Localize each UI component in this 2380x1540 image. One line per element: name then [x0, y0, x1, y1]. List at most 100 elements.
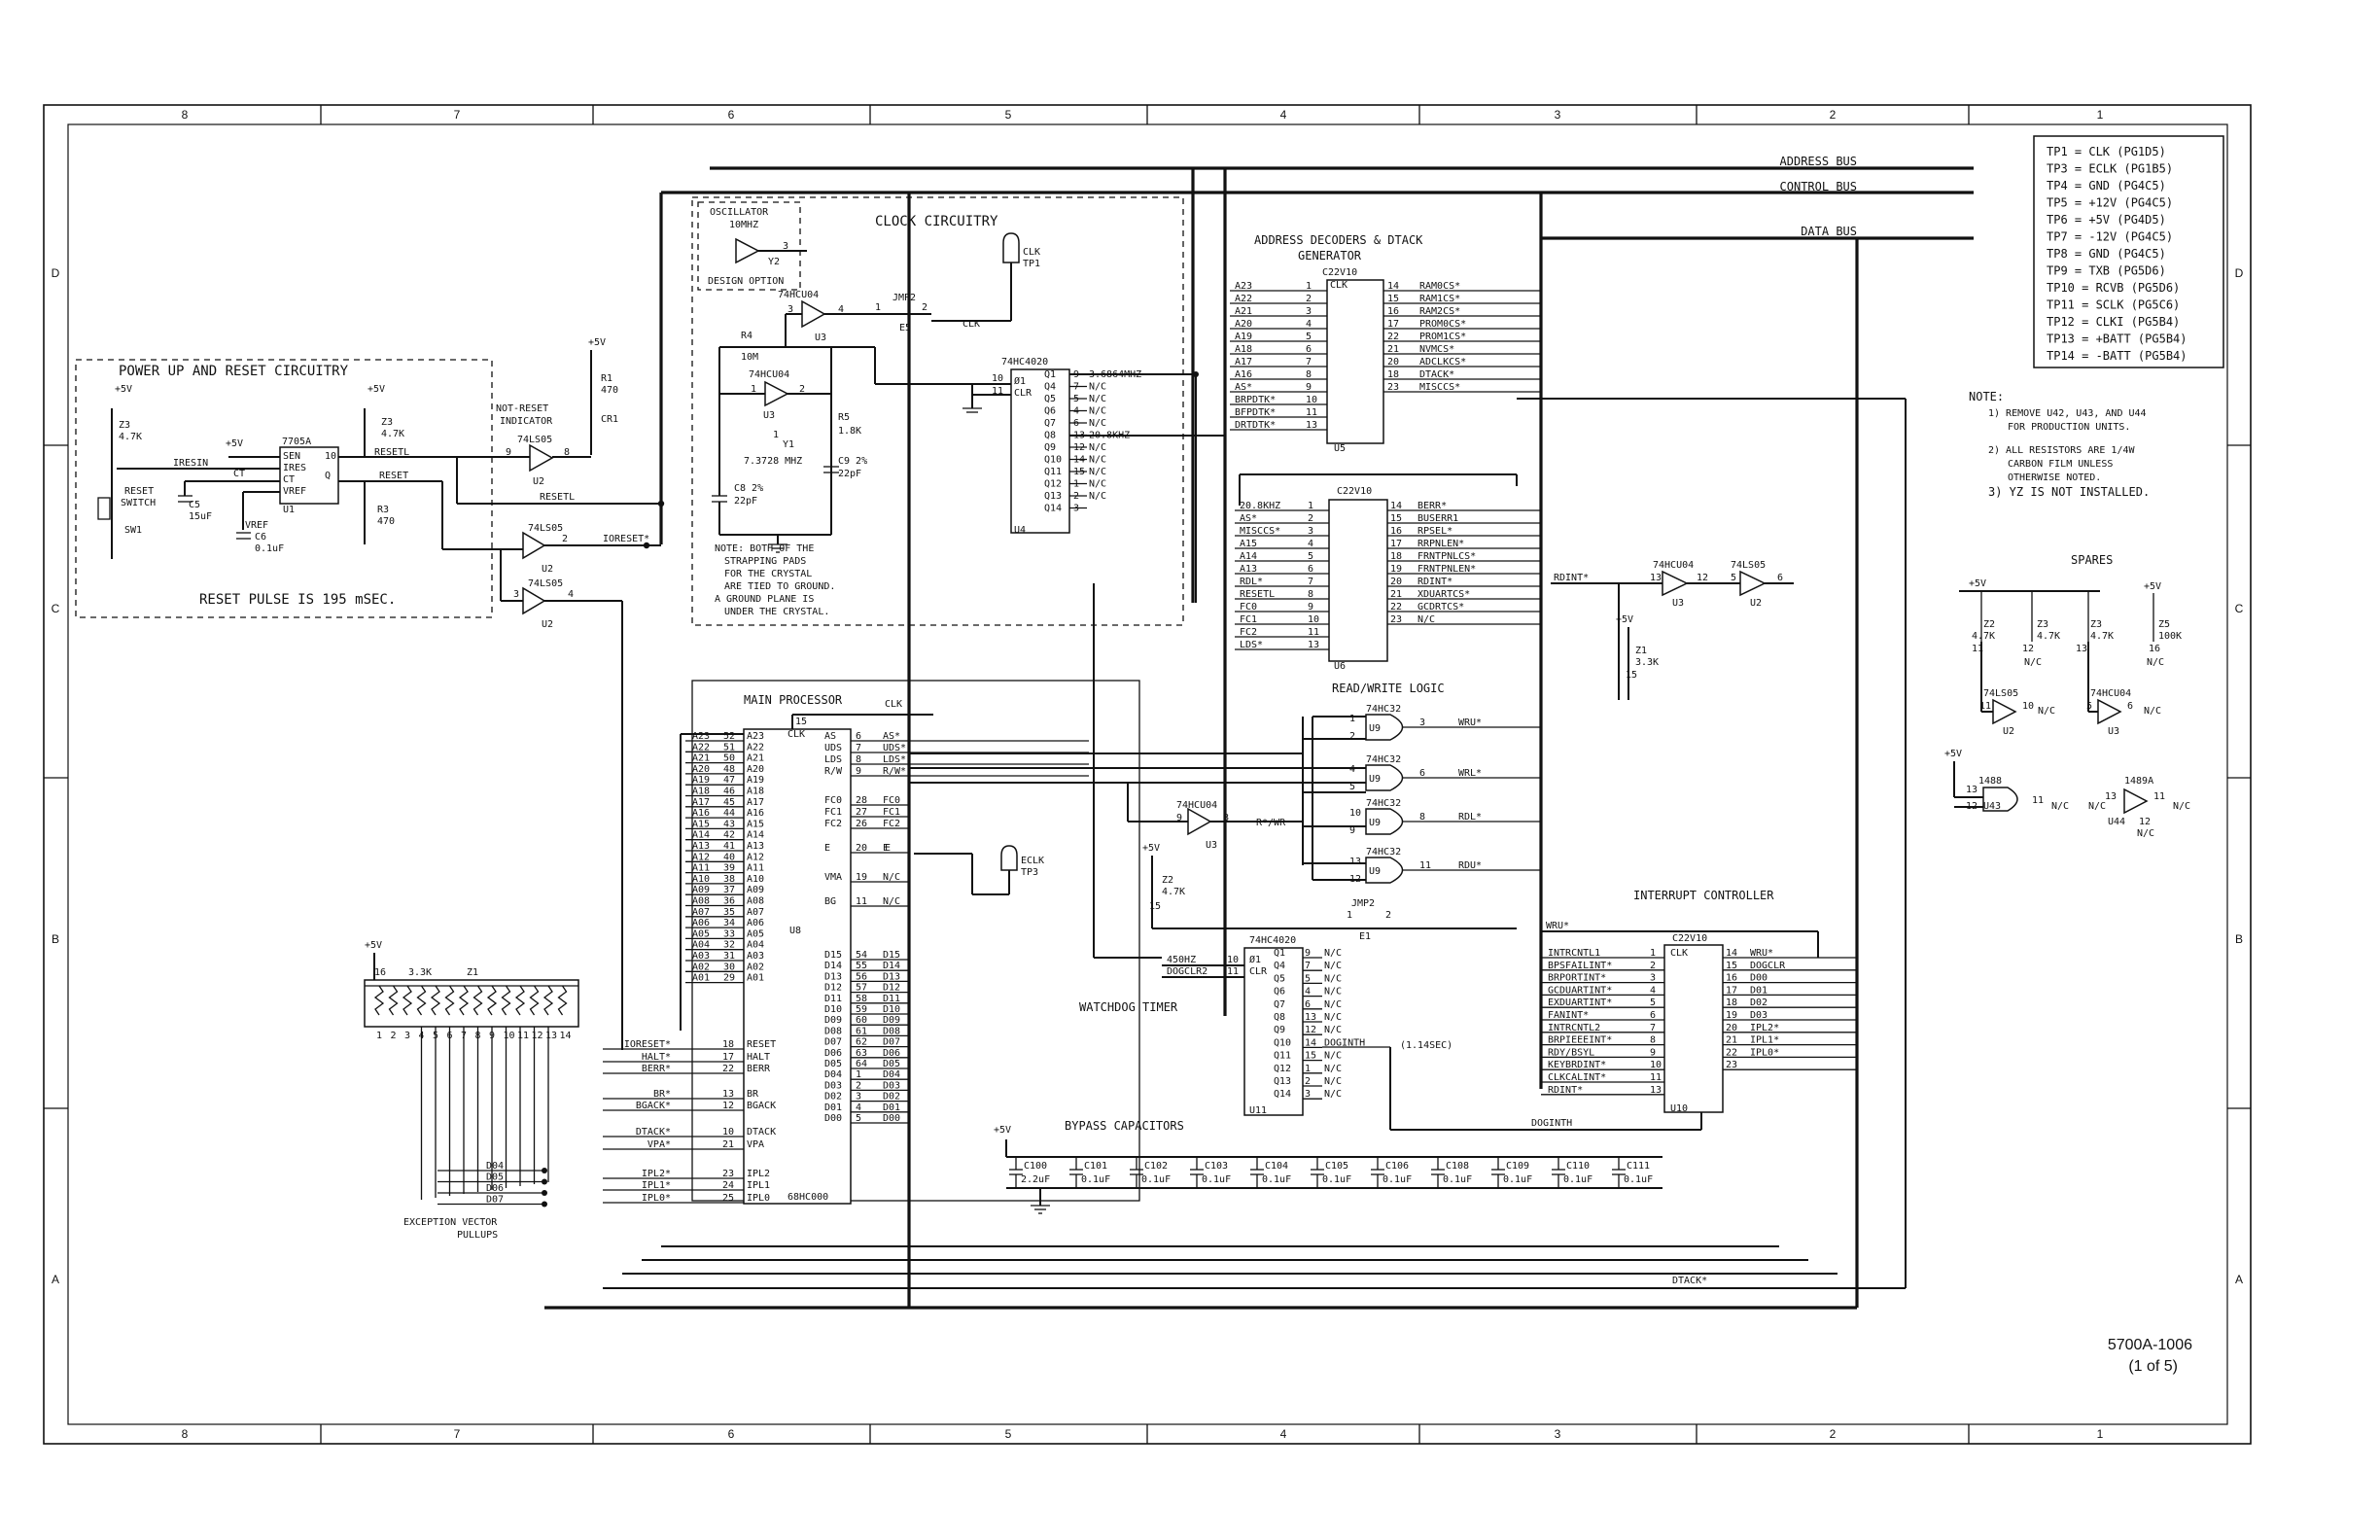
u10-output-signal: DOGCLR — [1750, 961, 1786, 971]
svg-text:2: 2 — [1385, 910, 1391, 921]
svg-text:16: 16 — [2149, 644, 2160, 654]
u8-pin-number: 27 — [856, 807, 867, 818]
svg-text:10: 10 — [992, 373, 1003, 384]
note-line: 3) YZ IS NOT INSTALLED. — [1988, 485, 2150, 499]
col-label: 5 — [1005, 1427, 1012, 1441]
u10-pin-number: 7 — [1650, 1023, 1656, 1033]
svg-text:9: 9 — [1176, 813, 1182, 823]
u11-output-signal: N/C — [1324, 987, 1342, 998]
svg-text:13: 13 — [1349, 857, 1361, 867]
control-bus-label: CONTROL BUS — [1780, 180, 1857, 193]
svg-text:Y2: Y2 — [768, 257, 780, 267]
u8-control-pin: R/W — [824, 766, 843, 777]
u8-data-pin: D05 — [824, 1059, 842, 1069]
bypass-capacitor-value: 0.1uF — [1624, 1174, 1653, 1185]
oscillator-label: OSCILLATOR — [710, 207, 769, 218]
svg-text:6: 6 — [2127, 701, 2133, 712]
resetl-label: RESETL — [374, 447, 409, 458]
u10-pin-number: 11 — [1650, 1072, 1662, 1083]
svg-text:N/C: N/C — [2024, 657, 2042, 668]
u8-pin-number: 45 — [723, 797, 735, 808]
u11-pin-name: Q6 — [1274, 987, 1285, 998]
bypass-capacitor-ref: C110 — [1566, 1161, 1590, 1172]
svg-text:U2: U2 — [533, 476, 544, 487]
u11-pin-number: 3 — [1305, 1089, 1311, 1100]
u8-address-pin: A03 — [747, 951, 764, 962]
svg-text:Y1: Y1 — [783, 439, 794, 450]
svg-text:Z2: Z2 — [1162, 875, 1173, 886]
u11-output-signal: N/C — [1324, 1089, 1342, 1100]
svg-text:15uF: 15uF — [189, 511, 212, 522]
svg-text:12: 12 — [2139, 817, 2151, 827]
svg-text:CLR: CLR — [1249, 966, 1268, 977]
u8-address-pin: A22 — [747, 742, 764, 752]
u10-pin-number: 23 — [1726, 1060, 1737, 1070]
svg-text:Z3: Z3 — [2037, 619, 2048, 630]
svg-text:4: 4 — [568, 589, 574, 600]
u8-pin-number: 25 — [722, 1193, 734, 1204]
svg-text:13: 13 — [545, 1031, 557, 1041]
u10-output-signal: WRU* — [1750, 948, 1773, 959]
u8-data-net: D07 — [883, 1037, 900, 1048]
u6-pin-number: 1 — [1308, 501, 1313, 511]
svg-text:CLR: CLR — [1014, 388, 1032, 399]
u8-address-net: A12 — [692, 852, 710, 862]
bypass-capacitor-ref: C102 — [1144, 1161, 1168, 1172]
u5-output-signal: MISCCS* — [1419, 382, 1460, 393]
u8-address-pin: A01 — [747, 973, 764, 984]
svg-text:+5V: +5V — [115, 384, 132, 395]
u6-pin-number: 20 — [1390, 577, 1402, 587]
osc-inverter-u3 — [801, 299, 826, 329]
u5-pin-number: 8 — [1306, 369, 1312, 380]
col-label: 7 — [454, 1427, 461, 1441]
u11-pin-name: Q4 — [1274, 961, 1285, 971]
u4-output-signal: N/C — [1089, 406, 1106, 417]
u5-pin-number: 11 — [1306, 407, 1317, 418]
u8-pin-number: 51 — [723, 742, 735, 752]
svg-text:C8 2%: C8 2% — [734, 483, 763, 494]
u8-pin-number: 41 — [723, 841, 735, 852]
svg-text:11: 11 — [1227, 966, 1239, 977]
u8-address-pin: A23 — [747, 731, 764, 742]
u8-address-net: A17 — [692, 797, 710, 808]
u8-address-pin: A19 — [747, 775, 764, 786]
u8-control-net: R/W* — [883, 766, 906, 777]
u11-pin-name: Q5 — [1274, 973, 1285, 984]
u8-address-pin: A14 — [747, 830, 764, 841]
u5-pin-number: 1 — [1306, 281, 1312, 292]
row-label: B — [52, 932, 59, 946]
svg-text:VREF: VREF — [283, 486, 306, 497]
u6-pin-number: 17 — [1390, 539, 1402, 549]
u4-output-signal: N/C — [1089, 442, 1106, 453]
svg-text:2: 2 — [391, 1031, 397, 1041]
u8-control-pin: VMA — [824, 872, 842, 883]
u8-data-pin: D01 — [824, 1102, 842, 1113]
u8-control-net: AS* — [883, 731, 900, 742]
svg-text:74LS05: 74LS05 — [1983, 688, 2018, 699]
svg-text:1: 1 — [1349, 714, 1355, 724]
svg-text:U2: U2 — [2003, 726, 2014, 737]
svg-text:U9: U9 — [1369, 818, 1381, 828]
u4-output-signal: N/C — [1089, 491, 1106, 502]
svg-text:12: 12 — [532, 1031, 543, 1041]
col-label: 8 — [182, 108, 189, 122]
svg-text:4: 4 — [838, 304, 844, 315]
u8-address-pin: A10 — [747, 874, 764, 885]
u8-control-pin: FC2 — [824, 819, 842, 829]
exception-vector-label: EXCEPTION VECTOR — [403, 1217, 498, 1228]
svg-text:N/C: N/C — [2173, 801, 2190, 812]
reset-pulse-note: RESET PULSE IS 195 mSEC. — [199, 592, 396, 608]
u6-input-signal: A13 — [1240, 564, 1257, 575]
u8-pin-number: 57 — [856, 983, 867, 994]
u8-pin-number: 36 — [723, 896, 735, 907]
u10-output-signal: D02 — [1750, 998, 1768, 1008]
u11-pin-name: Q13 — [1274, 1076, 1291, 1087]
svg-text:+5V: +5V — [1142, 843, 1160, 854]
u10-pld — [1663, 944, 1724, 1113]
interrupt-section: INTERRUPT CONTROLLER C22V10 U10 INTRCNTL… — [1390, 889, 1857, 1131]
u8-control-pin: BG — [824, 896, 836, 907]
u8-address-pin: A12 — [747, 852, 764, 862]
svg-text:11: 11 — [1979, 701, 1991, 712]
svg-text:10: 10 — [504, 1031, 515, 1041]
